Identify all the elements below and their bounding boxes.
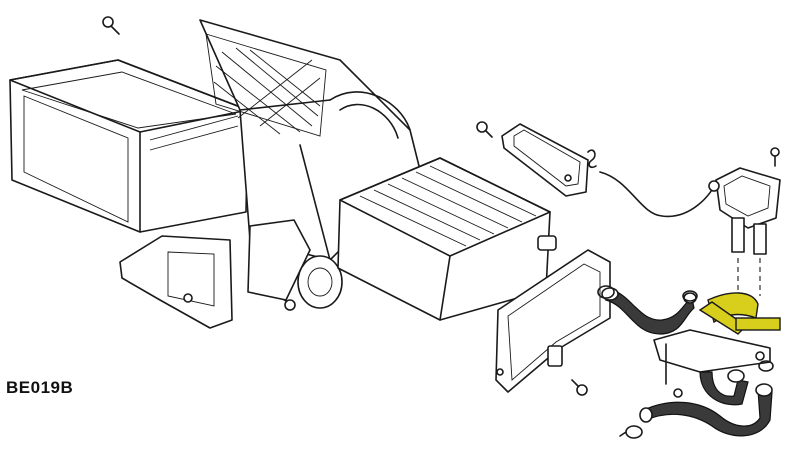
hose-clamp-4	[758, 360, 774, 372]
core-cover-plate	[495, 249, 611, 393]
air-duct	[9, 59, 249, 233]
heater-core-fins	[359, 165, 537, 247]
control-cable	[599, 171, 717, 218]
hose-middle	[699, 369, 749, 406]
hose-clamp-1	[597, 285, 615, 299]
hose-lower	[639, 383, 773, 437]
blower-grille	[213, 47, 321, 135]
screw-top-left	[102, 16, 120, 35]
water-valve	[708, 167, 781, 255]
hose-upper	[601, 287, 697, 335]
screw-valve	[770, 147, 780, 167]
control-plate	[501, 123, 597, 197]
screw-bracket	[673, 388, 683, 398]
figure-reference-code: BE019B	[6, 378, 74, 397]
heater-core	[337, 157, 557, 321]
hose-clamp-3	[619, 425, 643, 439]
mounting-bracket-left	[119, 235, 233, 329]
screw-heater-core	[476, 121, 493, 138]
highlighted-pipe	[698, 292, 781, 335]
screw-cover-plate	[571, 379, 588, 396]
blower-motor	[247, 219, 343, 309]
hose-clamp-2	[682, 290, 698, 302]
